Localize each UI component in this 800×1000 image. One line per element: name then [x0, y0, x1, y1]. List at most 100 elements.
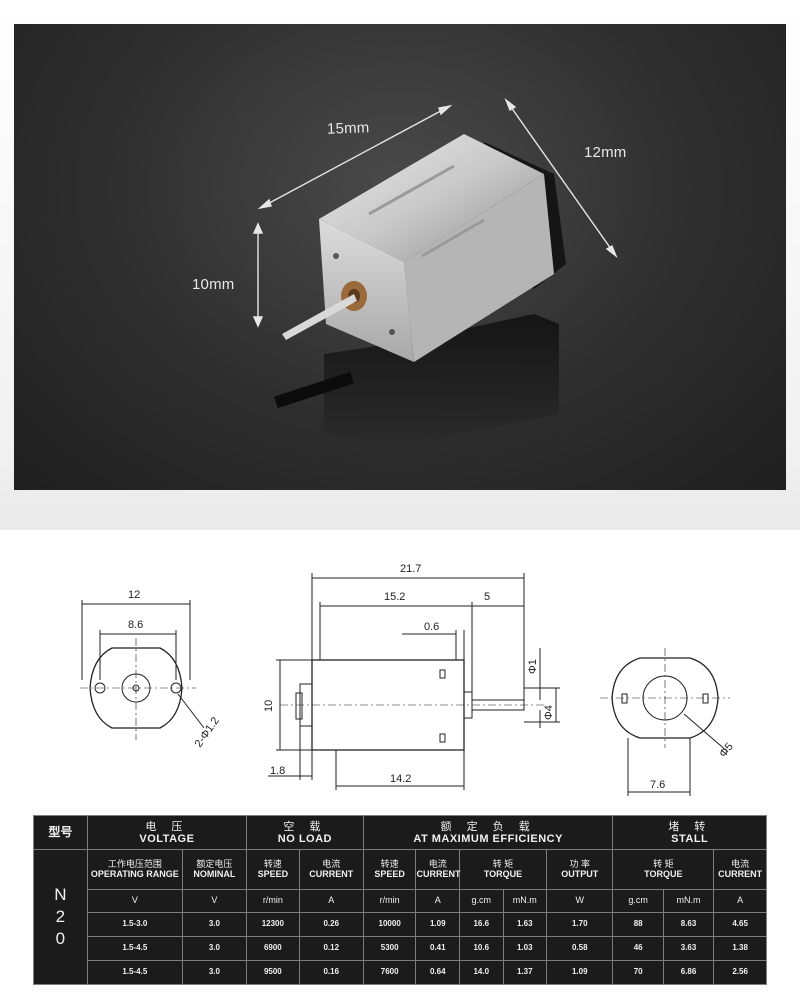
noload-group-header: 空 载 NO LOAD [246, 814, 364, 851]
me-current-zh: 电流 [428, 858, 447, 869]
can-length-dim: 14.2 [390, 773, 411, 785]
value-cell: 1.38 [713, 935, 767, 961]
unit-cell: V [181, 889, 248, 913]
noload-zh: 空 载 [283, 820, 327, 833]
value-cell: 1.63 [502, 911, 548, 937]
st-current-zh: 电流 [731, 858, 750, 869]
model-header: 型号 [33, 814, 88, 851]
shaft-offset-dim: 0.6 [424, 621, 439, 633]
value-cell: 1.03 [502, 935, 548, 961]
dim-depth-label: 12mm [584, 144, 627, 161]
overall-length-dim: 21.7 [400, 563, 421, 575]
st-current-en: CURRENT [718, 868, 763, 879]
dim-height-label: 10mm [192, 276, 235, 293]
value-cell: 1.09 [546, 959, 614, 986]
shaft-dia-dim: Φ1 [527, 659, 539, 674]
unit-cell: A [415, 889, 460, 913]
value-cell: 12300 [246, 911, 300, 937]
value-cell: 0.64 [415, 959, 460, 986]
value-cell: 0.58 [546, 935, 614, 961]
value-cell: 6900 [246, 935, 300, 961]
front-holes-dim: 2-Φ1.2 [193, 715, 222, 750]
me-torque-en: TORQUE [483, 868, 523, 879]
value-cell: 5300 [362, 935, 417, 961]
stall-en: STALL [671, 832, 709, 845]
value-cell: 46 [612, 935, 664, 961]
value-cell: 6.86 [662, 959, 715, 986]
unit-cell: V [86, 889, 183, 913]
dim-length-label: 15mm [326, 119, 370, 138]
value-cell: 0.16 [298, 959, 364, 986]
value-cell: 1.09 [415, 911, 460, 937]
unit-cell: r/min [246, 889, 300, 913]
maxeff-en: AT MAXIMUM EFFICIENCY [413, 832, 563, 845]
model-cell: N 2 0 [33, 849, 88, 985]
maxeff-group-header: 额 定 负 载 AT MAXIMUM EFFICIENCY [362, 814, 614, 851]
height-dim: 10 [263, 700, 275, 712]
value-cell: 8.63 [662, 911, 715, 937]
photo-section: 15mm 12mm 10mm [0, 0, 800, 530]
value-cell: 3.0 [181, 911, 248, 937]
front-width-dim: 12 [128, 589, 140, 601]
unit-cell: A [298, 889, 364, 913]
nl-current-en: CURRENT [309, 868, 354, 879]
noload-en: NO LOAD [277, 832, 333, 845]
unit-cell: g.cm [459, 889, 504, 913]
model-char: 0 [55, 929, 66, 949]
value-cell: 1.5-4.5 [86, 959, 183, 986]
stall-group-header: 堵 转 STALL [612, 814, 767, 851]
value-cell: 3.0 [181, 959, 248, 986]
voltage-zh: 电 压 [145, 820, 189, 833]
st-torque-en: TORQUE [644, 868, 683, 879]
units-row: V V r/min A r/min A g.cm mN.m W g.cm mN.… [34, 889, 767, 913]
nl-speed-zh: 转速 [263, 858, 282, 869]
me-speed-zh: 转速 [380, 858, 399, 869]
model-char: N [54, 885, 67, 905]
value-cell: 3.63 [662, 935, 715, 961]
value-cell: 1.5-3.0 [86, 911, 183, 937]
model-char: 2 [55, 907, 66, 927]
maxeff-zh: 额 定 负 载 [440, 820, 536, 833]
value-cell: 9500 [246, 959, 300, 986]
me-current-en: CURRENT [416, 868, 461, 879]
op-range-zh: 工作电压范围 [107, 858, 162, 869]
value-cell: 1.70 [546, 911, 614, 937]
voltage-group-header: 电 压 VOLTAGE [86, 814, 248, 851]
unit-cell: W [546, 889, 614, 913]
unit-cell: mN.m [502, 889, 548, 913]
unit-cell: A [713, 889, 767, 913]
value-cell: 14.0 [459, 959, 504, 986]
value-cell: 10.6 [459, 935, 504, 961]
voltage-en: VOLTAGE [139, 832, 195, 845]
flange-dim: 1.8 [270, 765, 285, 777]
value-cell: 1.37 [502, 959, 548, 986]
me-torque-zh: 转 矩 [492, 858, 514, 869]
op-range-en: OPERATING RANGE [90, 868, 179, 879]
nominal-zh: 额定电压 [196, 858, 233, 869]
value-cell: 3.0 [181, 935, 248, 961]
motor-illustration [252, 97, 618, 444]
table-row: 1.5-4.5 3.0 9500 0.16 7600 0.64 14.0 1.3… [34, 959, 767, 986]
shaft-length-dim: 5 [484, 591, 490, 603]
nl-speed-en: SPEED [257, 868, 289, 879]
nominal-en: NOMINAL [193, 868, 236, 879]
value-cell: 10000 [362, 911, 417, 937]
drawing-canvas: 12 8.6 2-Φ1.2 21.7 15.2 5 0.6 10 Φ1 Φ4 1… [80, 563, 736, 796]
table-row: 1.5-3.0 3.0 12300 0.26 10000 1.09 16.6 1… [34, 911, 767, 937]
motor-photo: 15mm 12mm 10mm [14, 24, 786, 490]
st-torque-zh: 转 矩 [653, 858, 674, 869]
value-cell: 88 [612, 911, 664, 937]
me-speed-en: SPEED [374, 868, 405, 879]
spec-table: 型号 电 压 VOLTAGE 空 载 NO LOAD 额 定 负 载 AT MA… [33, 814, 767, 986]
value-cell: 4.65 [713, 911, 767, 937]
